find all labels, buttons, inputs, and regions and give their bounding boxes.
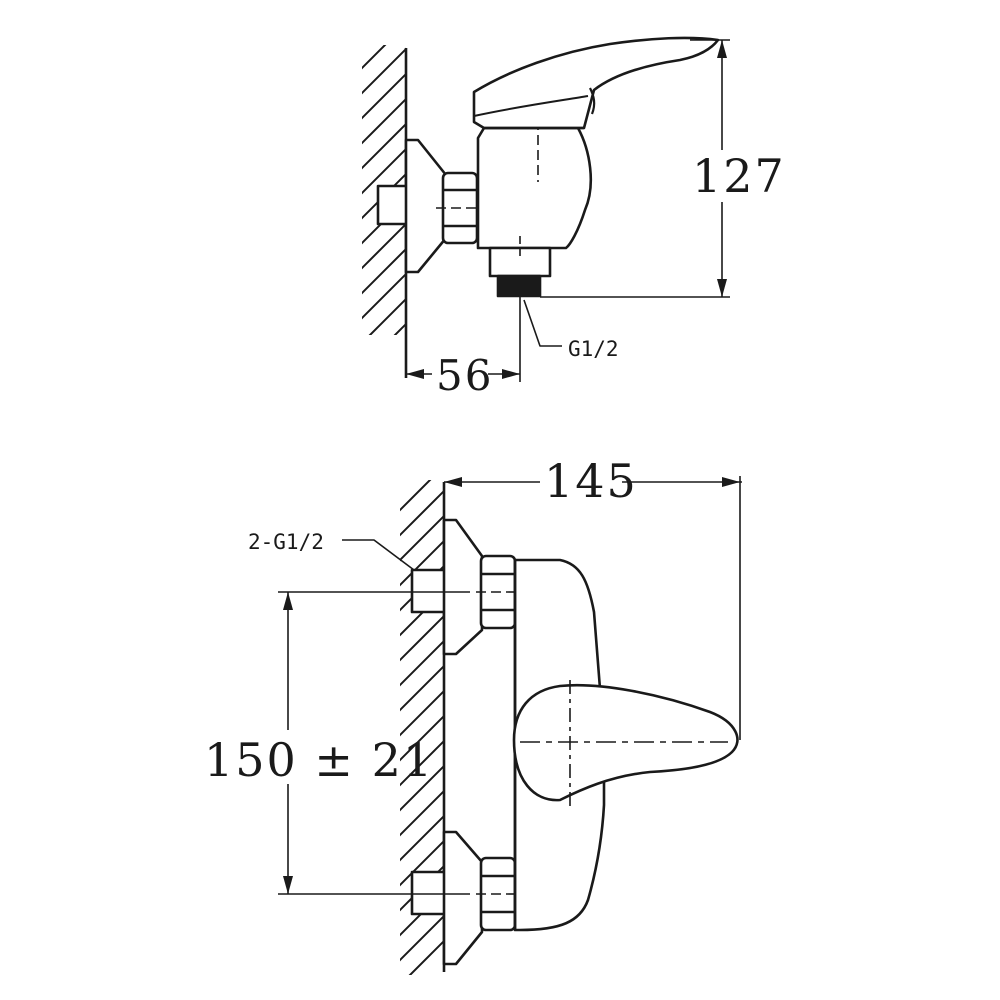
inlet-stub xyxy=(376,184,410,226)
outlet-leader xyxy=(523,299,562,347)
lower-escutcheon xyxy=(442,830,484,966)
upper-inlet-stub xyxy=(410,568,448,614)
outlet-thread-label: G1/2 xyxy=(568,337,619,361)
dim-center-distance-label: 150 ± 21 xyxy=(204,733,434,787)
inlet-thread-label: 2-G1/2 xyxy=(248,530,324,554)
upper-escutcheon xyxy=(442,518,484,656)
front-view xyxy=(200,460,742,975)
side-view xyxy=(362,36,754,396)
mixer-body xyxy=(476,126,593,250)
inlet-leader xyxy=(342,539,415,571)
outlet-thread xyxy=(496,274,542,298)
dim-height-label: 127 xyxy=(692,149,786,203)
escutcheon xyxy=(404,138,448,274)
dim-depth-label: 56 xyxy=(436,351,493,400)
wall-hatch-bottom xyxy=(400,480,444,975)
lever-handle xyxy=(472,36,720,130)
dim-width-label: 145 xyxy=(544,454,638,508)
lower-inlet-stub xyxy=(410,870,448,916)
